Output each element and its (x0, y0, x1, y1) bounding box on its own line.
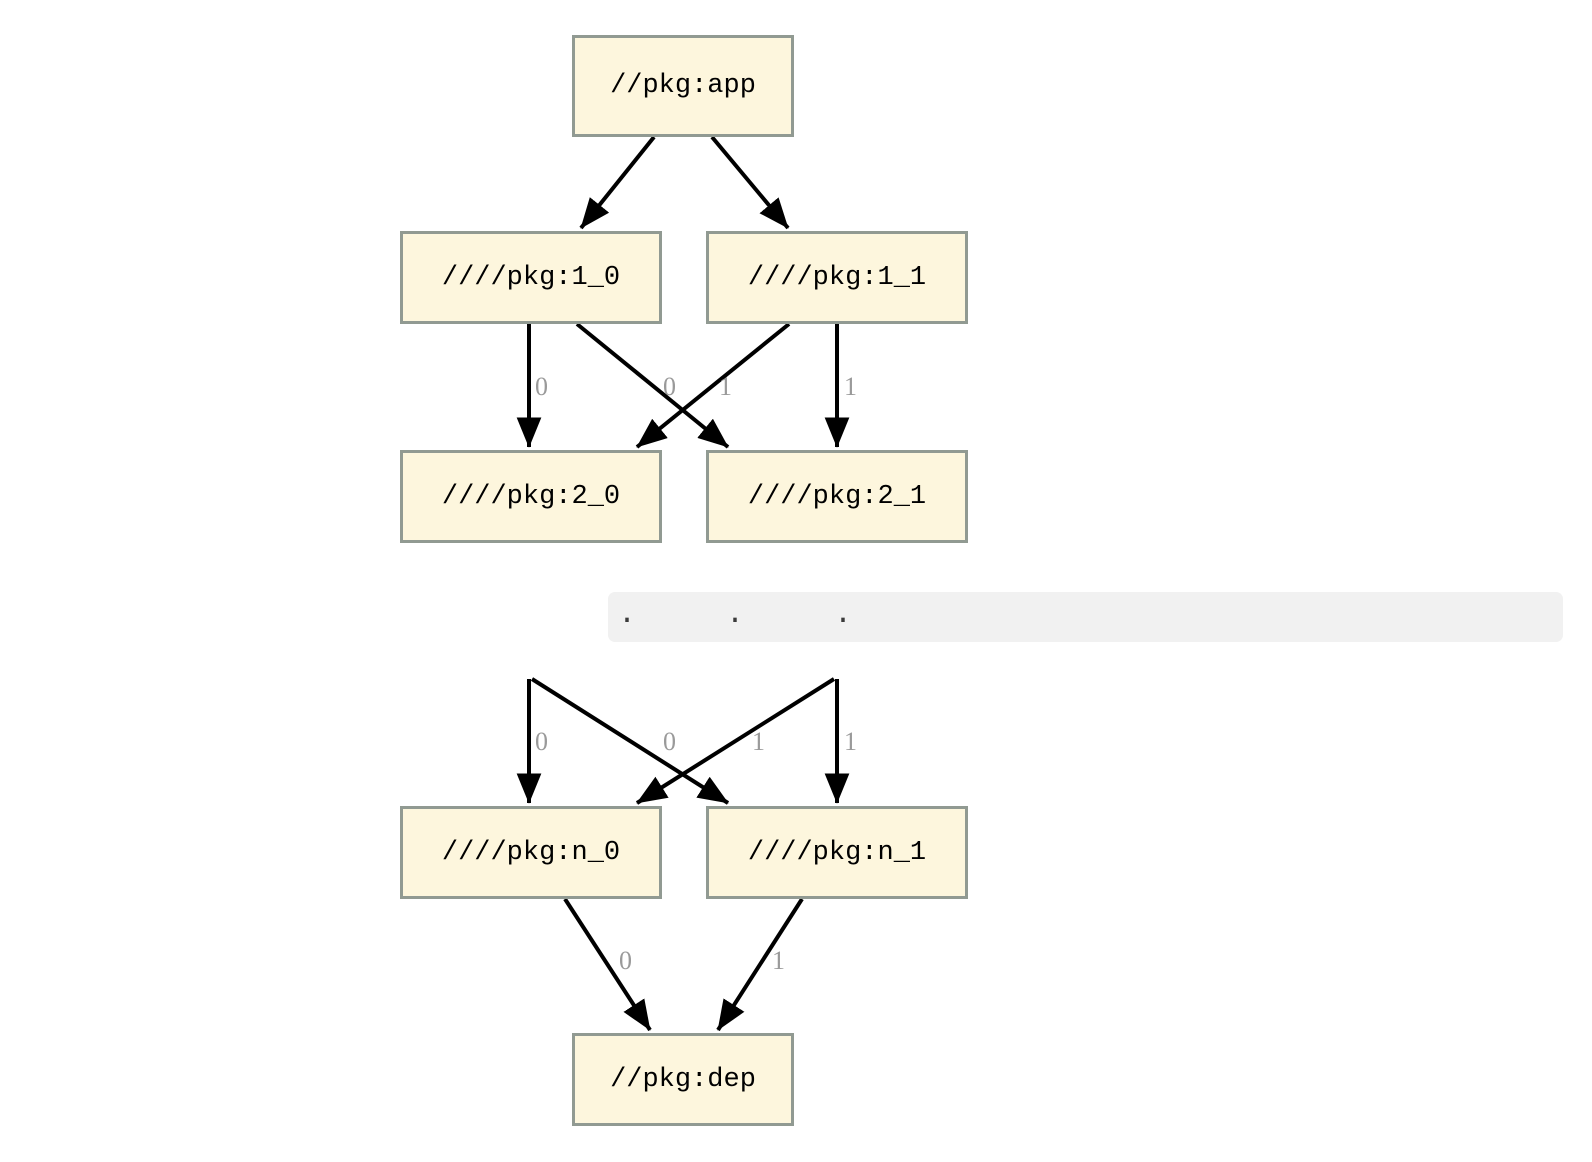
graph-node-dep[interactable]: //pkg:dep (572, 1033, 794, 1126)
graph-edge-4 (635, 322, 791, 449)
graph-node-label: //pkg:dep (610, 1064, 756, 1095)
graph-edge-label-10: 0 (619, 946, 632, 975)
graph-node-n2_0[interactable]: ////pkg:2_0 (400, 450, 662, 543)
graph-edge-label-3: 0 (663, 372, 676, 401)
graph-node-n1_1[interactable]: ////pkg:1_1 (706, 231, 968, 324)
graph-edge-label-2: 0 (535, 372, 548, 401)
graph-node-app[interactable]: //pkg:app (572, 35, 794, 137)
graph-node-label: ////pkg:1_0 (441, 262, 621, 293)
graph-edge-label-11: 1 (772, 946, 785, 975)
graph-edge-7 (530, 677, 730, 805)
ellipsis-band: . . . (608, 592, 1563, 642)
graph-node-label: ////pkg:n_1 (747, 837, 927, 868)
graph-node-label: ////pkg:n_0 (441, 837, 621, 868)
graph-node-label: ////pkg:1_1 (747, 262, 927, 293)
graph-edge-1 (710, 135, 790, 230)
graph-edge-label-5: 1 (844, 372, 857, 401)
graph-node-label: //pkg:app (610, 71, 756, 101)
graph-node-n1_0[interactable]: ////pkg:1_0 (400, 231, 662, 324)
ellipsis-dots: . . . (618, 598, 871, 632)
graph-node-label: ////pkg:2_0 (441, 481, 621, 512)
graph-edge-10 (563, 897, 652, 1032)
graph-edge-label-7: 0 (663, 727, 676, 756)
graph-node-n2_1[interactable]: ////pkg:2_1 (706, 450, 968, 543)
graph-edge-label-4: 1 (719, 372, 732, 401)
graph-edge-label-8: 1 (752, 727, 765, 756)
graph-edge-label-6: 0 (535, 727, 548, 756)
graph-node-label: ////pkg:2_1 (747, 481, 927, 512)
graph-edge-label-9: 1 (844, 727, 857, 756)
graph-node-nn_0[interactable]: ////pkg:n_0 (400, 806, 662, 899)
graph-node-nn_1[interactable]: ////pkg:n_1 (706, 806, 968, 899)
graph-edge-3 (575, 322, 730, 449)
graph-edge-11 (716, 897, 804, 1032)
graph-edge-0 (579, 135, 656, 230)
